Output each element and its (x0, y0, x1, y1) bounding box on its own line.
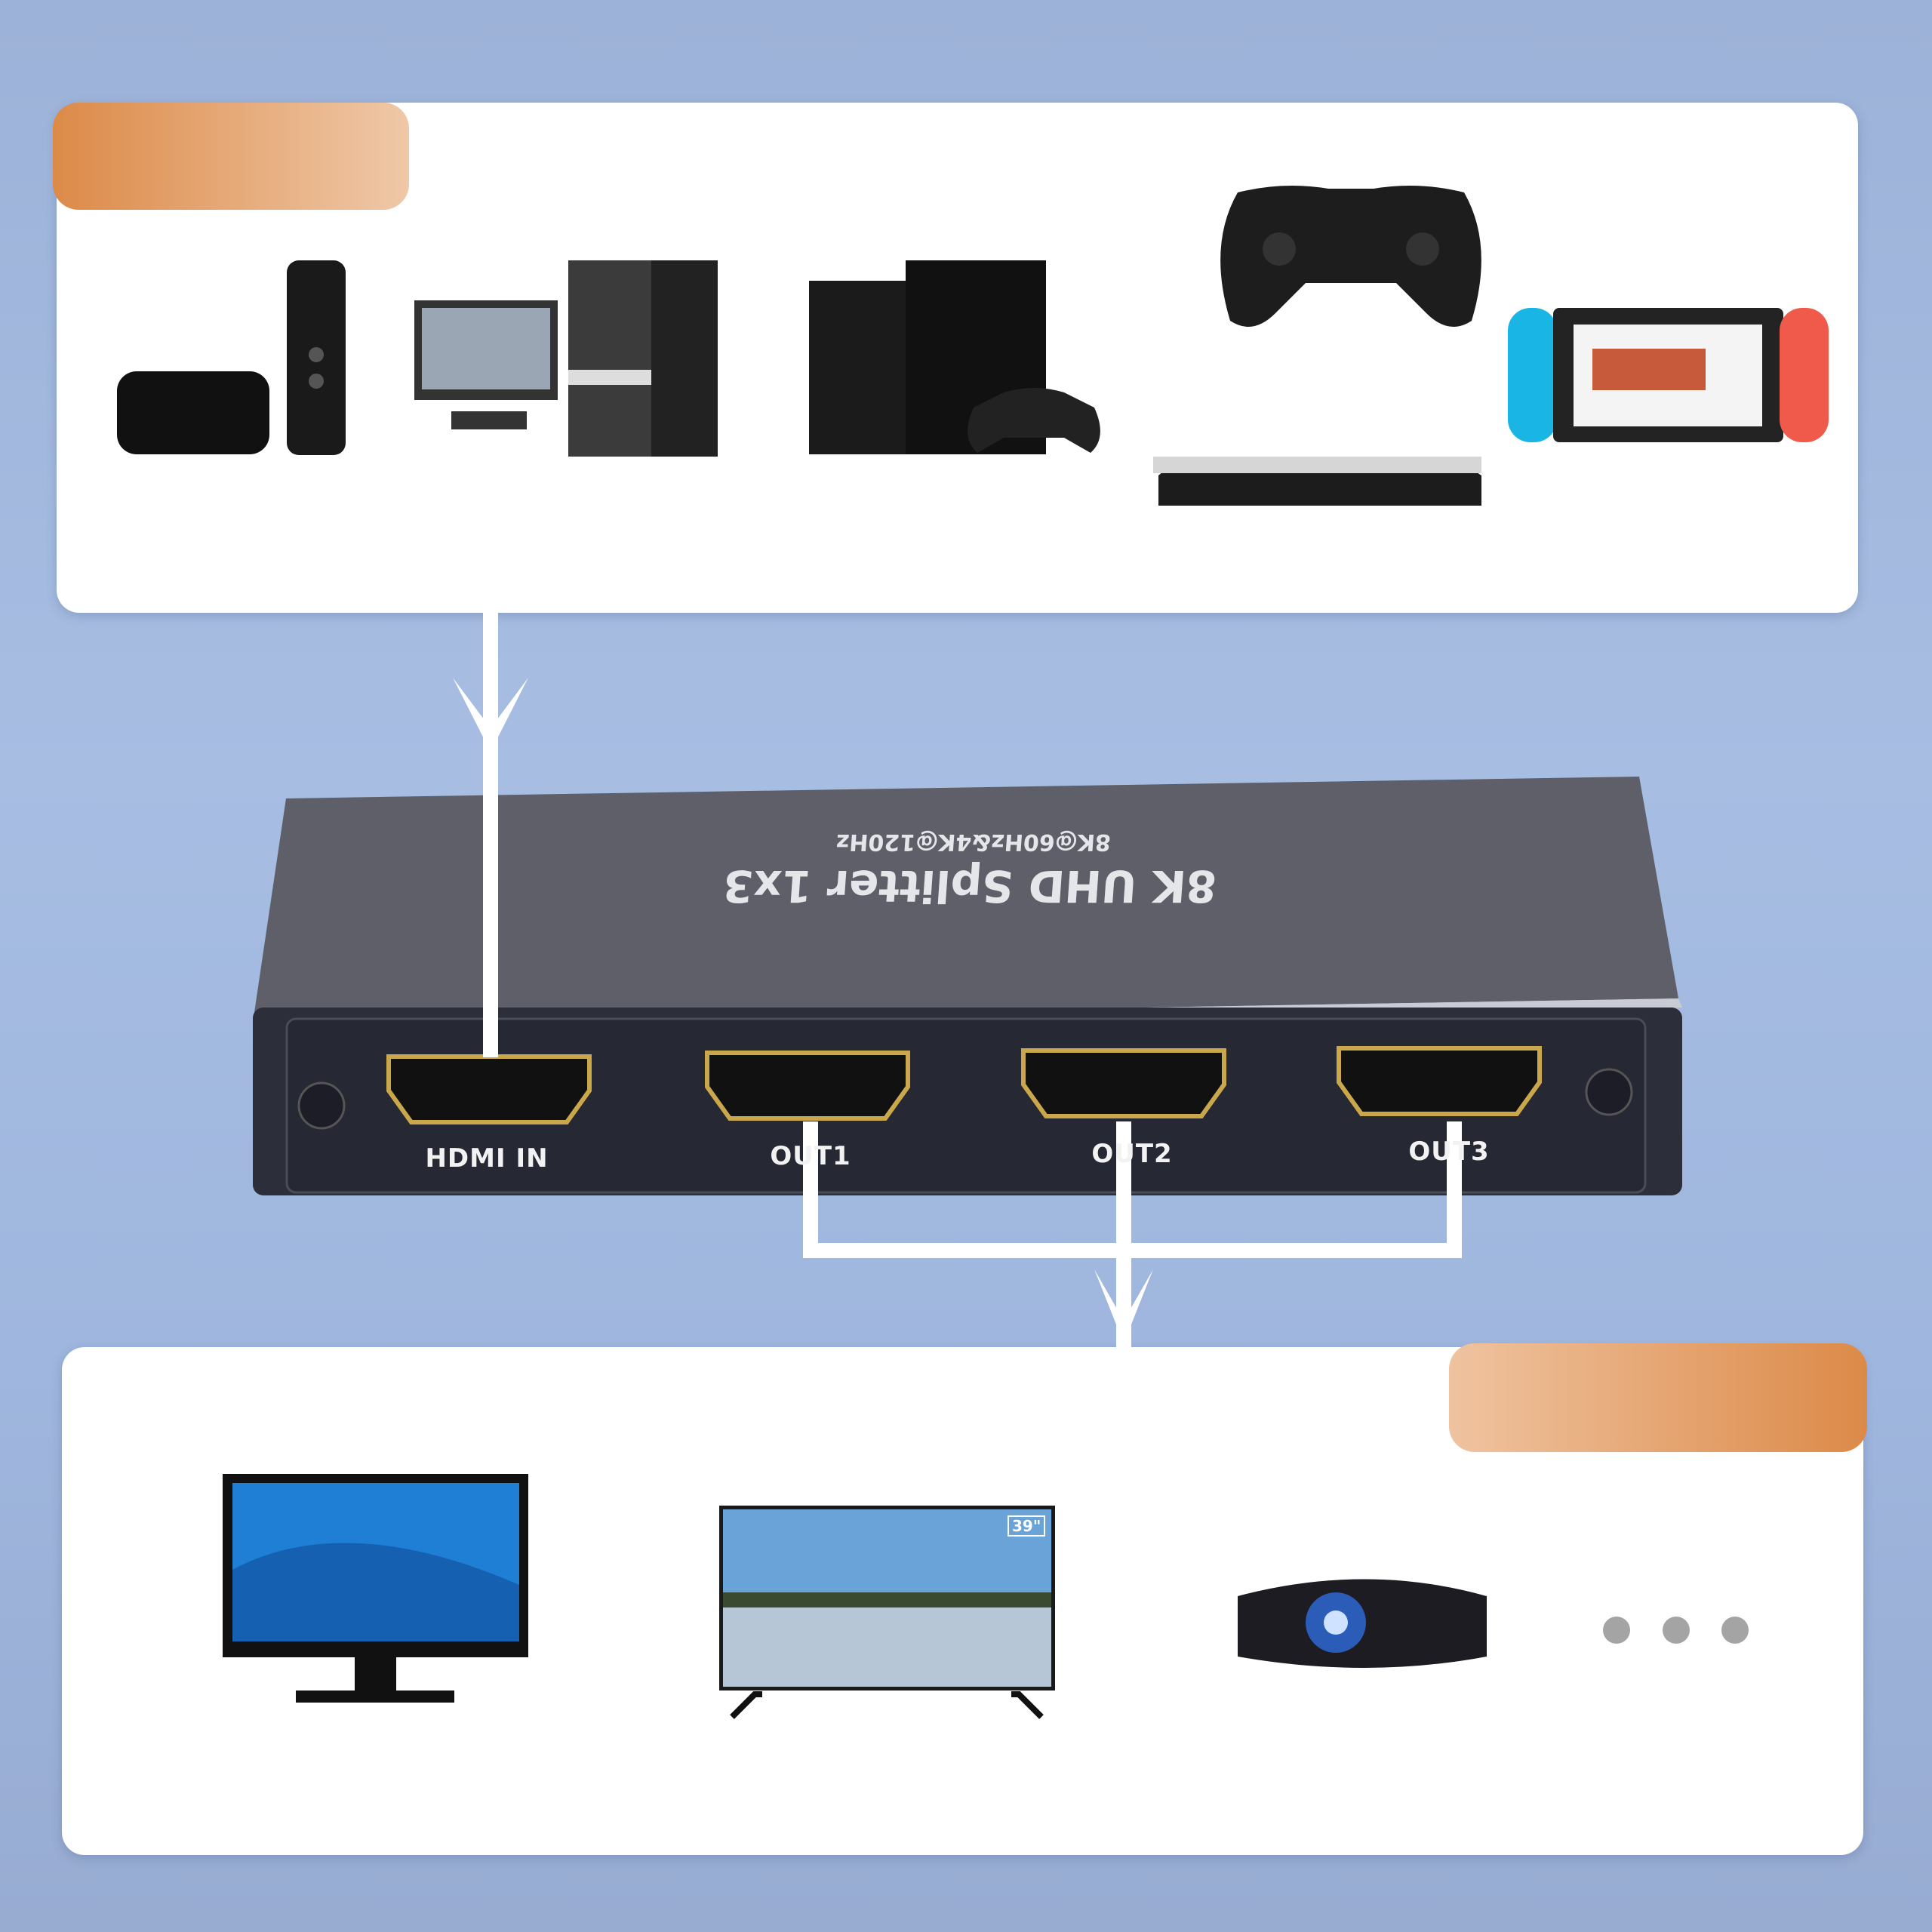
hdmi-port-hdmi-in (386, 1054, 592, 1124)
blu-ray-player-icon (1153, 457, 1481, 506)
splitter-title: 8K UHD Splitter 1x3 (721, 860, 1219, 912)
port-label-out2: OUT2 (1091, 1139, 1173, 1169)
hdmi-port-out1 (705, 1051, 910, 1121)
hdmi-port-out2 (1021, 1048, 1226, 1118)
port-label-out3: OUT3 (1408, 1137, 1490, 1167)
port-label-hdmi-in: HDMI IN (425, 1143, 549, 1174)
game-controller-icon (1220, 186, 1481, 327)
apple-tv-icon (117, 260, 346, 455)
more-dots-icon (1603, 1617, 1749, 1644)
hdmi-port-out3 (1337, 1046, 1542, 1116)
nintendo-switch-icon (1508, 308, 1829, 442)
monitor-icon (223, 1474, 528, 1703)
source-badge (53, 103, 409, 210)
splitter-spec: 8K@60Hz&4K@120Hz (835, 829, 1112, 855)
display-badge (1449, 1343, 1867, 1452)
playstation-icon (809, 260, 1100, 454)
port-label-out1: OUT1 (770, 1141, 851, 1171)
desktop-pc-icon (414, 260, 718, 457)
projector-icon (1238, 1579, 1487, 1668)
tv-size-tag: 39" (1008, 1515, 1046, 1537)
splitter-device (253, 777, 1682, 1195)
output-arrows (803, 1121, 1462, 1347)
tv-icon (719, 1506, 1055, 1719)
input-arrow (453, 613, 528, 1057)
